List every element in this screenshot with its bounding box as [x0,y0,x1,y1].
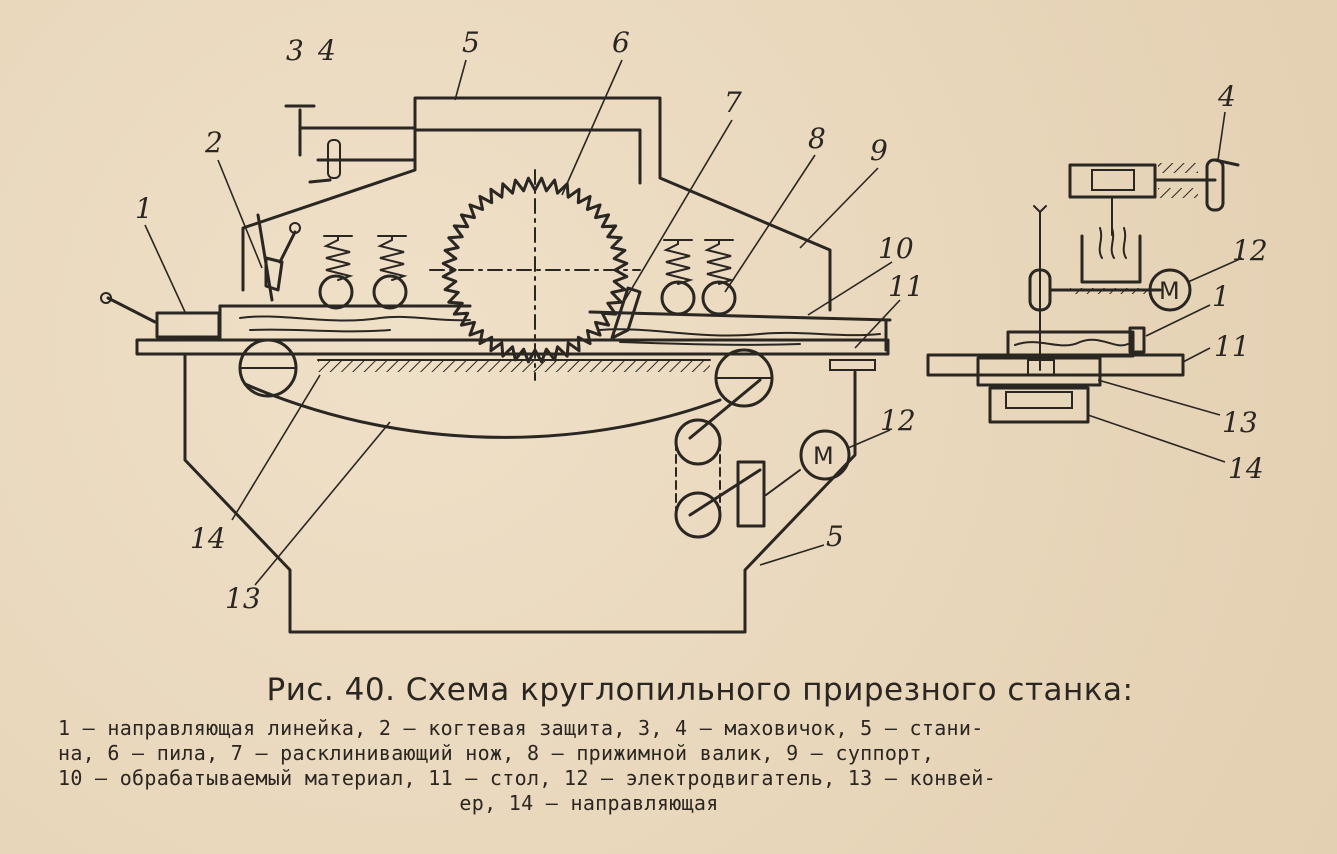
motor-symbol: М [813,442,834,470]
caption-legend: 1 — направляющая линейка, 2 — когтевая з… [40,716,1300,816]
motor-symbol-section: М [1159,277,1180,305]
label-9: 9 [870,134,888,167]
label-5: 5 [462,26,480,59]
label-12: 12 [880,404,916,437]
legend-line: 1 — направляющая линейка, 2 — когтевая з… [58,716,984,740]
table [135,338,890,371]
rip-fence [100,292,221,339]
drive-mechanism: М [674,378,851,539]
callout-numbers-main: 1 2 3 4 5 6 7 8 9 10 11 12 13 14 5 [135,26,924,615]
label-6: 6 [612,26,630,59]
callouts-main [144,59,901,586]
label-8: 8 [808,122,826,155]
workpiece-board [218,304,892,352]
section-label-12: 12 [1232,234,1268,267]
caption-title: Рис. 40. Схема круглопильного прирезного… [266,672,1134,708]
label-1: 1 [135,192,153,225]
section-label-14: 14 [1228,452,1264,485]
frame-housing [183,96,857,634]
cross-section-view: М [926,158,1240,424]
handwheel-rods [284,104,417,184]
conveyor [238,338,774,439]
label-11: 11 [888,270,924,303]
legend-line: ер, 14 — направляющая [459,791,719,815]
callouts-section [1087,111,1243,463]
pressure-springs-left [318,235,408,310]
section-label-13: 13 [1222,406,1258,439]
claw-guard [256,213,301,302]
label-14: 14 [190,522,226,555]
callout-numbers-section: 4 12 1 11 13 14 [1212,80,1268,485]
legend-line: 10 — обрабатываемый материал, 11 — стол,… [58,766,996,790]
label-10: 10 [878,232,914,265]
label-7: 7 [724,86,742,119]
pressure-springs-right [660,239,737,316]
section-label-4: 4 [1217,80,1236,113]
section-label-1: 1 [1212,280,1230,313]
label-13: 13 [225,582,261,615]
legend-line: на, 6 — пила, 7 — расклинивающий нож, 8 … [58,741,935,765]
label-3: 3 [286,34,304,67]
section-label-11: 11 [1214,330,1250,363]
label-5-stand: 5 [826,520,844,553]
machine-schematic: М 1 2 3 4 5 6 7 8 9 10 11 12 13 14 5 [100,26,1268,634]
label-4: 4 [317,34,336,67]
figure-caption: Рис. 40. Схема круглопильного прирезного… [40,670,1300,816]
label-2: 2 [204,126,223,159]
saw-blade [429,169,641,381]
